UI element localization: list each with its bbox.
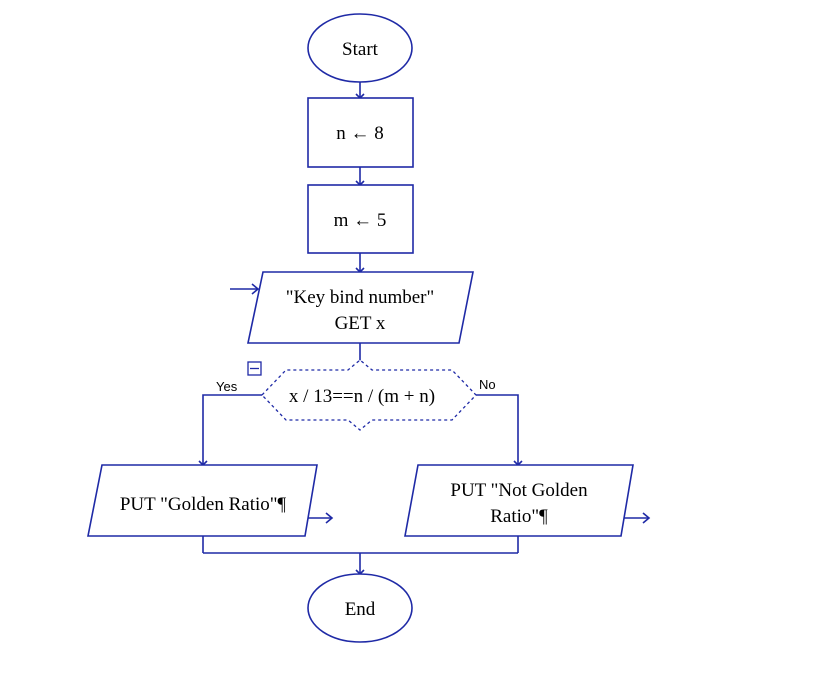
output-yes-arrowhead bbox=[325, 512, 334, 524]
input-node[interactable]: "Key bind number" GET x bbox=[247, 271, 474, 344]
output-yes-node[interactable]: PUT "Golden Ratio"¶ bbox=[87, 464, 318, 537]
start-ellipse bbox=[307, 13, 413, 83]
connector-no-branch bbox=[476, 394, 519, 465]
yes-label: Yes bbox=[216, 379, 238, 394]
input-line1: "Key bind number" bbox=[286, 287, 434, 308]
assign-n-node[interactable]: n ← 8 bbox=[307, 97, 414, 168]
output-no-parallelogram bbox=[404, 464, 634, 537]
input-parallelogram bbox=[247, 271, 474, 344]
output-no-node[interactable]: PUT "Not Golden Ratio"¶ bbox=[404, 464, 634, 537]
decision-label: x / 13==n / (m + n) bbox=[289, 386, 435, 407]
output-yes-parallelogram bbox=[87, 464, 318, 537]
decision-hexagon bbox=[261, 359, 477, 431]
decision-node[interactable]: x / 13==n / (m + n) bbox=[247, 359, 477, 431]
output-no-line2: Ratio"¶ bbox=[490, 506, 548, 527]
assign-m-box bbox=[307, 184, 414, 254]
output-no-arrowhead bbox=[642, 512, 651, 524]
assign-m-label: m ← 5 bbox=[334, 210, 387, 231]
start-label: Start bbox=[342, 39, 379, 60]
end-label: End bbox=[345, 599, 376, 620]
connectors bbox=[202, 82, 651, 574]
start-node[interactable]: Start bbox=[307, 13, 413, 83]
end-node[interactable]: End bbox=[307, 573, 413, 643]
no-label: No bbox=[479, 377, 496, 392]
collapse-toggle[interactable] bbox=[247, 361, 262, 376]
assign-n-box bbox=[307, 97, 414, 168]
end-ellipse bbox=[307, 573, 413, 643]
input-entry-arrowhead bbox=[251, 283, 260, 295]
output-yes-label: PUT "Golden Ratio"¶ bbox=[120, 494, 287, 515]
input-line2: GET x bbox=[335, 313, 386, 334]
assign-m-node[interactable]: m ← 5 bbox=[307, 184, 414, 254]
assign-n-label: n ← 8 bbox=[336, 123, 384, 144]
output-no-line1: PUT "Not Golden bbox=[450, 480, 588, 501]
connector-yes-branch bbox=[202, 394, 262, 465]
